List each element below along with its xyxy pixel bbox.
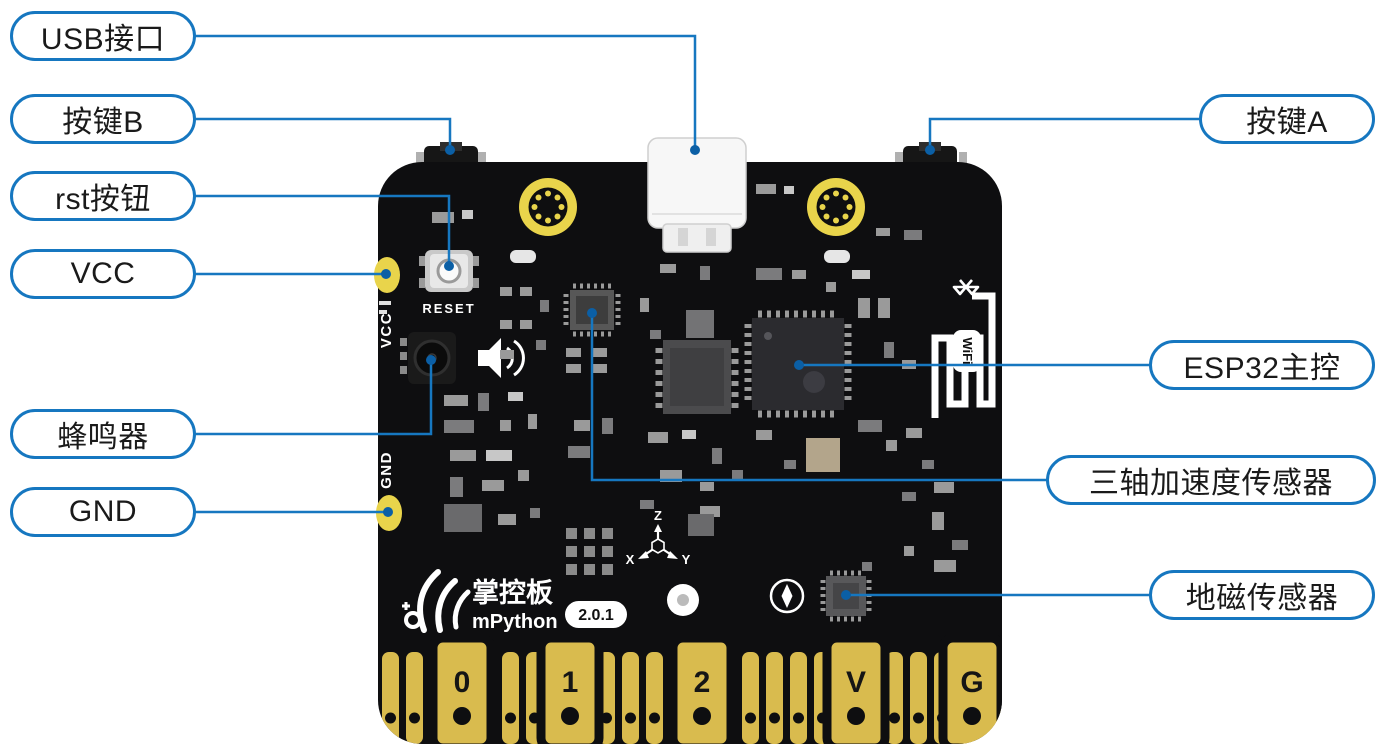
logo-cn-text: 掌控板 (472, 578, 553, 608)
svg-text:G: G (960, 666, 983, 699)
line-rst (193, 194, 451, 266)
svg-text:V: V (846, 666, 866, 699)
reset-silk-label: RESET (422, 301, 475, 316)
callout-button-b: 按键B (10, 94, 196, 144)
vcc-silk-label: VCC (378, 312, 395, 348)
callout-lines (193, 34, 1202, 597)
axis-y-label: Y (682, 552, 691, 567)
version-text: 2.0.1 (578, 607, 614, 624)
callout-buzzer: 蜂鸣器 (10, 409, 196, 459)
svg-text:1: 1 (562, 666, 579, 699)
mounting-hole-right (807, 178, 865, 236)
callout-button-a: 按键A (1199, 94, 1375, 144)
usb-c-connector (647, 137, 747, 253)
flash-chip (655, 340, 739, 414)
svg-text:0: 0 (454, 666, 471, 699)
callout-rst: rst按钮 (10, 171, 196, 221)
svg-text:WiFi: WiFi (960, 337, 975, 364)
pin-0-pad: 0 (428, 633, 496, 744)
plated-hole (667, 584, 699, 616)
smd-components (432, 184, 968, 575)
callout-accelerometer: 三轴加速度传感器 (1046, 455, 1376, 505)
gnd-silk-label: GND (378, 451, 395, 489)
mpython-logo: 掌控板 mPython 2.0.1 (402, 569, 627, 633)
wifi-icon: WiFi (953, 330, 981, 372)
pin-g-pad: G (938, 633, 1002, 744)
callout-magnetometer: 地磁传感器 (1149, 570, 1375, 620)
line-usb (195, 34, 697, 150)
axis-indicator (638, 524, 678, 559)
pin-v-pad: V (822, 633, 890, 744)
compass-icon (769, 578, 805, 614)
pin-1-pad: 1 (536, 633, 604, 744)
callout-vcc: VCC (10, 249, 196, 299)
version-badge (565, 601, 627, 628)
pin-2-pad: 2 (668, 633, 736, 744)
svg-text:2: 2 (694, 666, 711, 699)
logo-en-text: mPython (472, 611, 558, 633)
line-button-b (193, 117, 452, 150)
axis-z-label: Z (654, 508, 662, 523)
line-button-a (928, 117, 1202, 150)
callout-dots (381, 145, 935, 600)
callout-gnd: GND (10, 487, 196, 537)
callout-usb: USB接口 (10, 11, 196, 61)
callout-esp32: ESP32主控 (1149, 340, 1375, 390)
axis-x-label: X (626, 552, 635, 567)
line-buzzer (193, 360, 433, 436)
mounting-hole-left (519, 178, 577, 236)
line-accelerometer (590, 313, 1048, 482)
bluetooth-icon (952, 279, 980, 296)
edge-connector: 0 1 2 V G (382, 633, 1002, 744)
